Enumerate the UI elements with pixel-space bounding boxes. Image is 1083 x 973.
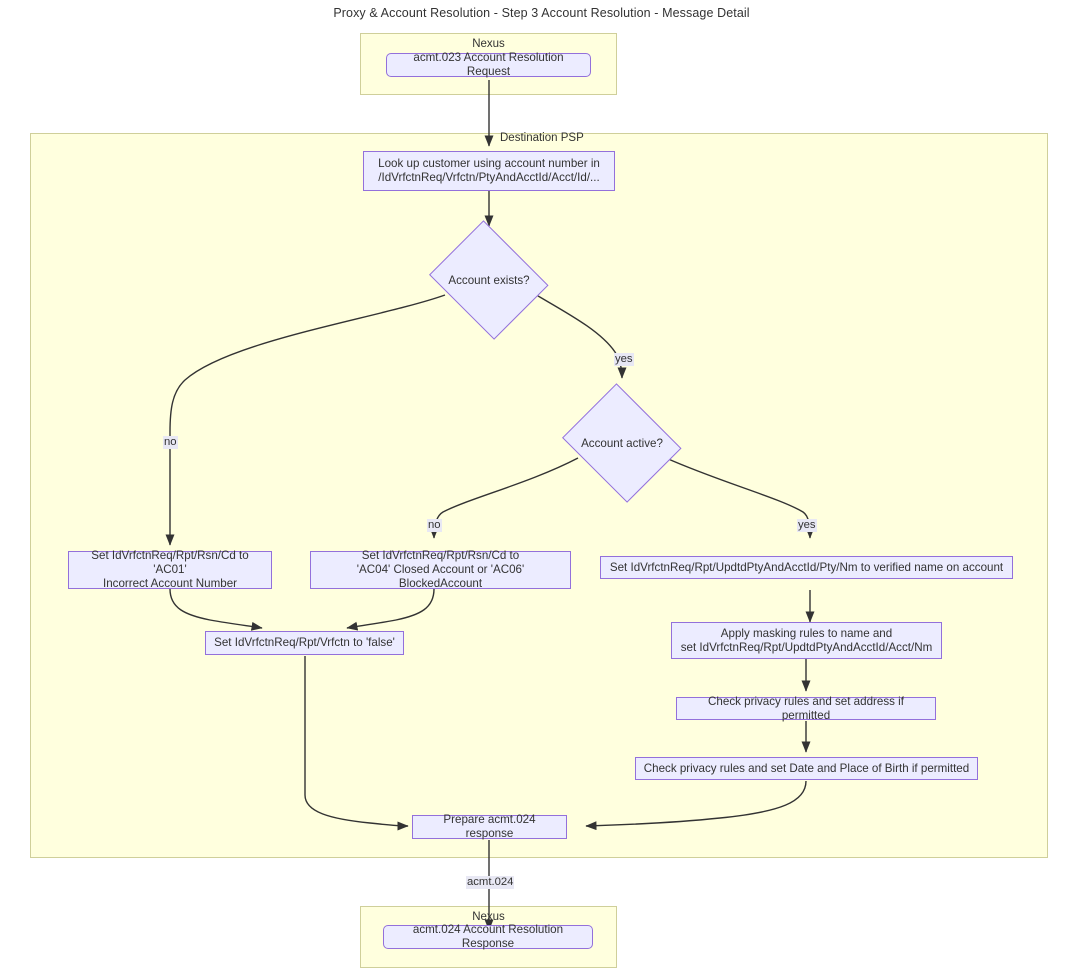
node-apply-masking-label: Apply masking rules to name and set IdVr… xyxy=(680,626,933,654)
node-set-ac04-ac06-label: Set IdVrfctnReq/Rpt/Rsn/Cd to 'AC04' Clo… xyxy=(356,549,525,590)
node-acmt023-request-label: acmt.023 Account Resolution Request xyxy=(413,51,564,78)
node-acmt024-response[interactable]: acmt.024 Account Resolution Response xyxy=(383,923,593,950)
node-set-vrfctn-false-label: Set IdVrfctnReq/Rpt/Vrfctn to 'false' xyxy=(214,636,395,649)
node-lookup-customer[interactable]: Look up customer using account number in… xyxy=(363,151,615,191)
node-account-active-label: Account active? xyxy=(581,436,663,450)
cluster-label-nexus-bottom: Nexus xyxy=(472,911,505,923)
node-acmt023-request[interactable]: acmt.023 Account Resolution Request xyxy=(386,51,591,78)
node-account-active-decision[interactable]: Account active? xyxy=(557,383,687,503)
node-check-address-label: Check privacy rules and set address if p… xyxy=(708,694,904,722)
node-lookup-customer-label: Look up customer using account number in… xyxy=(378,157,600,184)
node-account-exists-label: Account exists? xyxy=(448,273,530,287)
edge-label-exists-no: no xyxy=(163,436,178,449)
node-prepare-response-label: Prepare acmt.024 response xyxy=(443,813,536,840)
node-set-verified-name[interactable]: Set IdVrfctnReq/Rpt/UpdtdPtyAndAcctId/Pt… xyxy=(600,556,1013,579)
node-set-ac01[interactable]: Set IdVrfctnReq/Rpt/Rsn/Cd to 'AC01' Inc… xyxy=(68,549,272,590)
node-prepare-response[interactable]: Prepare acmt.024 response xyxy=(412,813,567,840)
node-acmt024-response-label: acmt.024 Account Resolution Response xyxy=(412,923,564,950)
edge-label-active-no: no xyxy=(427,519,442,532)
cluster-label-destination-psp: Destination PSP xyxy=(500,132,584,144)
node-check-dob-label: Check privacy rules and set Date and Pla… xyxy=(643,761,970,775)
node-apply-masking[interactable]: Apply masking rules to name and set IdVr… xyxy=(671,622,942,659)
edge-label-exists-yes: yes xyxy=(614,353,634,366)
node-check-dob[interactable]: Check privacy rules and set Date and Pla… xyxy=(635,757,978,780)
cluster-label-nexus-top: Nexus xyxy=(472,38,505,50)
page-title: Proxy & Account Resolution - Step 3 Acco… xyxy=(333,6,750,20)
edge-label-active-yes: yes xyxy=(797,519,817,532)
edge-label-acmt024-message: acmt.024 xyxy=(466,876,515,889)
node-account-exists-decision[interactable]: Account exists? xyxy=(424,220,554,340)
node-set-ac04-ac06[interactable]: Set IdVrfctnReq/Rpt/Rsn/Cd to 'AC04' Clo… xyxy=(310,549,571,590)
node-set-vrfctn-false[interactable]: Set IdVrfctnReq/Rpt/Vrfctn to 'false' xyxy=(205,631,404,655)
node-check-address[interactable]: Check privacy rules and set address if p… xyxy=(676,694,936,722)
node-set-ac01-label: Set IdVrfctnReq/Rpt/Rsn/Cd to 'AC01' Inc… xyxy=(91,549,249,590)
node-set-verified-name-label: Set IdVrfctnReq/Rpt/UpdtdPtyAndAcctId/Pt… xyxy=(609,560,1004,574)
